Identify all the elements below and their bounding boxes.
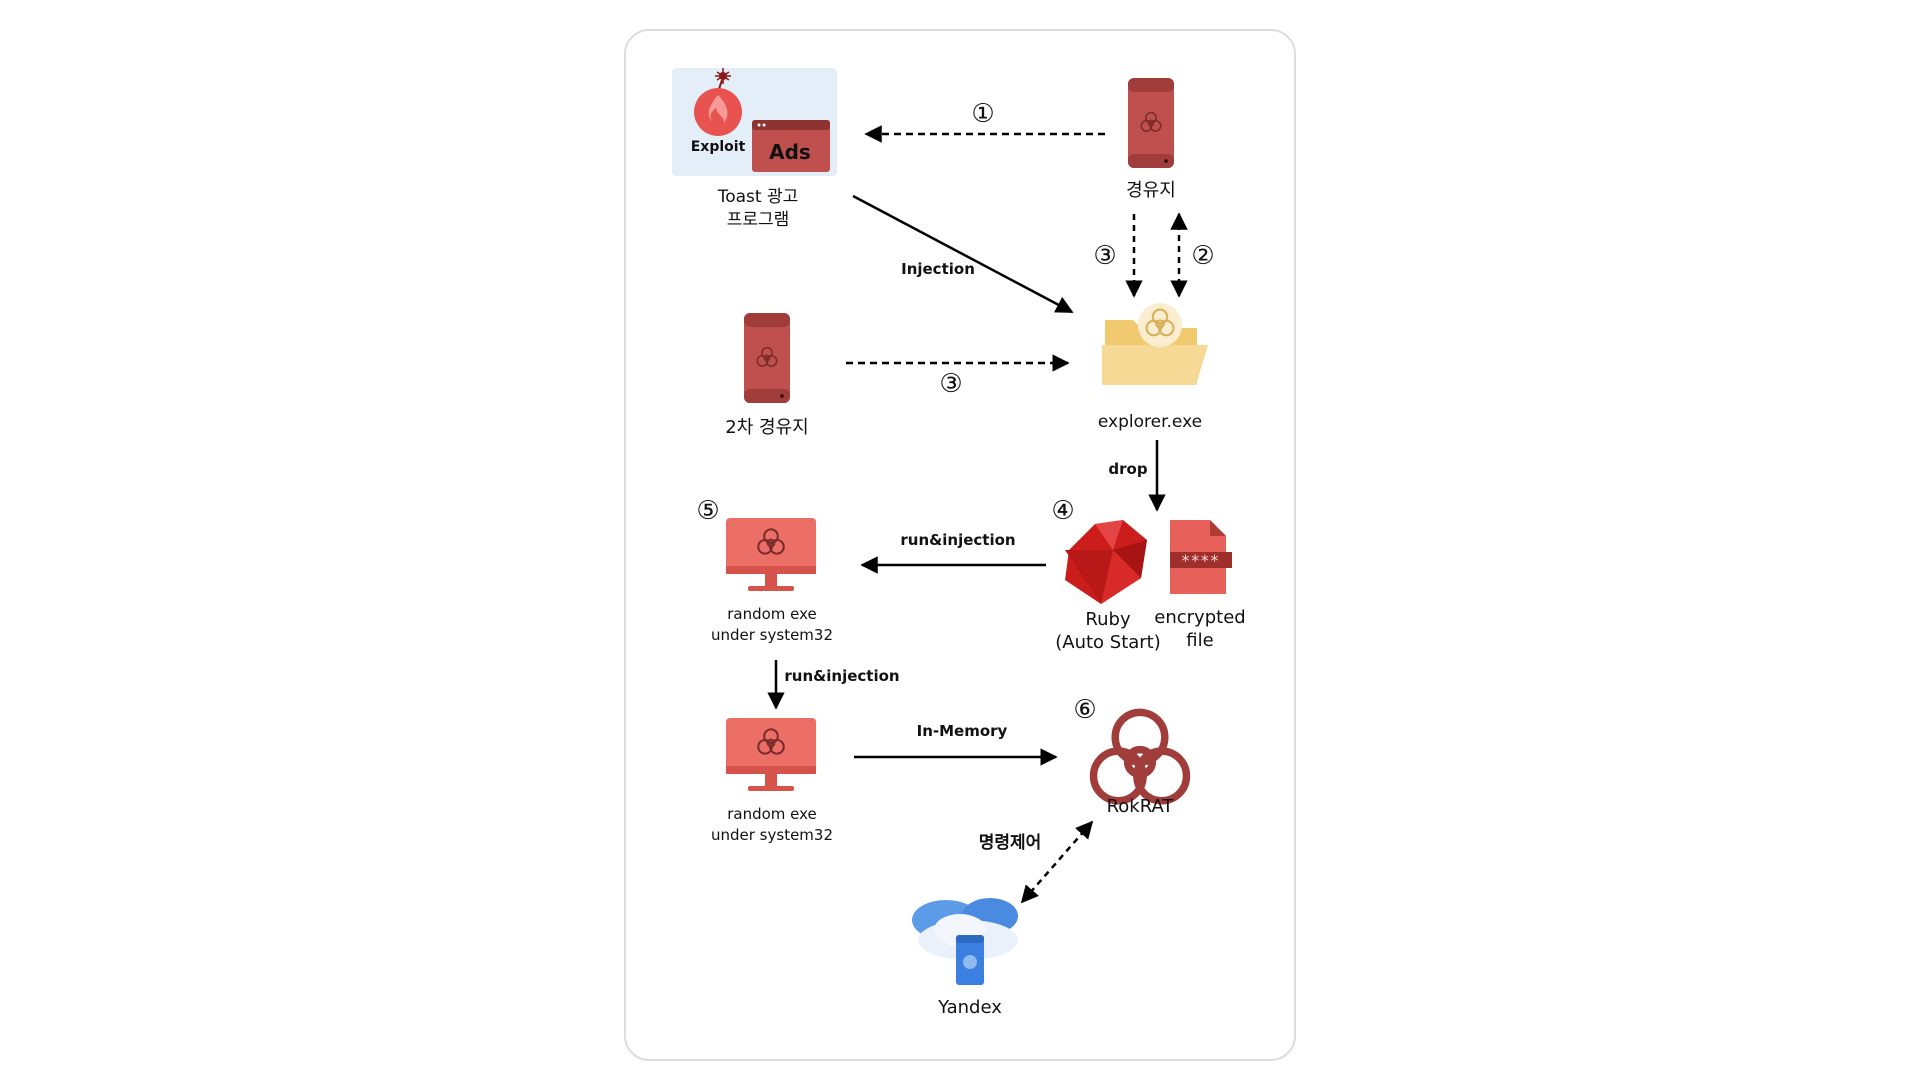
rokrat-node: RokRAT <box>1094 712 1187 817</box>
step-marker-3b: ③ <box>939 369 962 399</box>
infected-monitor-icon <box>726 718 816 791</box>
edge-label-in-memory: In-Memory <box>917 722 1008 740</box>
explorer-label: explorer.exe <box>1098 412 1202 432</box>
yandex-label: Yandex <box>937 997 1002 1018</box>
toast-ad-program-node: Exploit Ads Toast 광고 프로그램 <box>672 68 837 230</box>
ruby-node: Ruby (Auto Start) <box>1055 520 1161 653</box>
step-marker-3a: ③ <box>1093 241 1116 271</box>
toast-label-line1: Toast 광고 <box>717 187 799 207</box>
edge-label-run-injection-2: run&injection <box>784 667 899 685</box>
cloud-server-icon <box>912 898 1018 985</box>
encrypted-file-icon: **** <box>1170 520 1232 594</box>
arrow-rokrat-yandex-c2 <box>1020 820 1094 904</box>
ads-window-icon <box>752 120 830 172</box>
ruby-label-line2: (Auto Start) <box>1055 632 1161 653</box>
folder-biohazard-icon <box>1102 303 1208 385</box>
edge-label-drop: drop <box>1108 460 1147 478</box>
edge-label-command-control: 명령제어 <box>979 832 1042 853</box>
server-icon <box>1128 78 1174 168</box>
ads-badge: Ads <box>769 140 811 164</box>
random-exe-2-line1: random exe <box>727 805 817 823</box>
step-marker-4: ④ <box>1051 496 1074 526</box>
infected-monitor-icon <box>726 518 816 591</box>
secondary-relay-label: 2차 경유지 <box>725 417 808 438</box>
exploit-badge: Exploit <box>691 139 746 155</box>
ruby-gem-icon <box>1065 520 1147 604</box>
encrypted-file-label-line1: encrypted <box>1154 607 1245 628</box>
toast-label-line2: 프로그램 <box>727 210 790 230</box>
random-exe-node-1: random exe under system32 <box>711 518 833 644</box>
encrypted-file-label-line2: file <box>1186 630 1213 651</box>
encrypted-file-node: **** encrypted file <box>1154 520 1246 651</box>
random-exe-1-line1: random exe <box>727 605 817 623</box>
step-marker-1: ① <box>971 99 994 129</box>
step-marker-2: ② <box>1191 241 1214 271</box>
server-icon <box>744 313 790 403</box>
relay-label: 경유지 <box>1126 180 1176 201</box>
edge-label-run-injection-1: run&injection <box>900 531 1015 549</box>
random-exe-2-line2: under system32 <box>711 826 833 844</box>
ruby-label-line1: Ruby <box>1085 609 1131 630</box>
random-exe-node-2: random exe under system32 <box>711 718 833 844</box>
edge-label-injection: Injection <box>901 260 975 278</box>
password-mask: **** <box>1181 551 1220 570</box>
explorer-node: explorer.exe <box>1098 303 1208 432</box>
step-marker-5: ⑤ <box>696 496 719 526</box>
yandex-node: Yandex <box>912 898 1018 1018</box>
step-marker-6: ⑥ <box>1073 695 1096 725</box>
arrow-toast-to-explorer <box>852 194 1074 314</box>
random-exe-1-line2: under system32 <box>711 626 833 644</box>
exploit-bomb-icon <box>694 68 742 136</box>
relay-server-node: 경유지 <box>1126 78 1176 201</box>
rokrat-label: RokRAT <box>1107 796 1175 817</box>
secondary-relay-node: 2차 경유지 <box>725 313 809 438</box>
